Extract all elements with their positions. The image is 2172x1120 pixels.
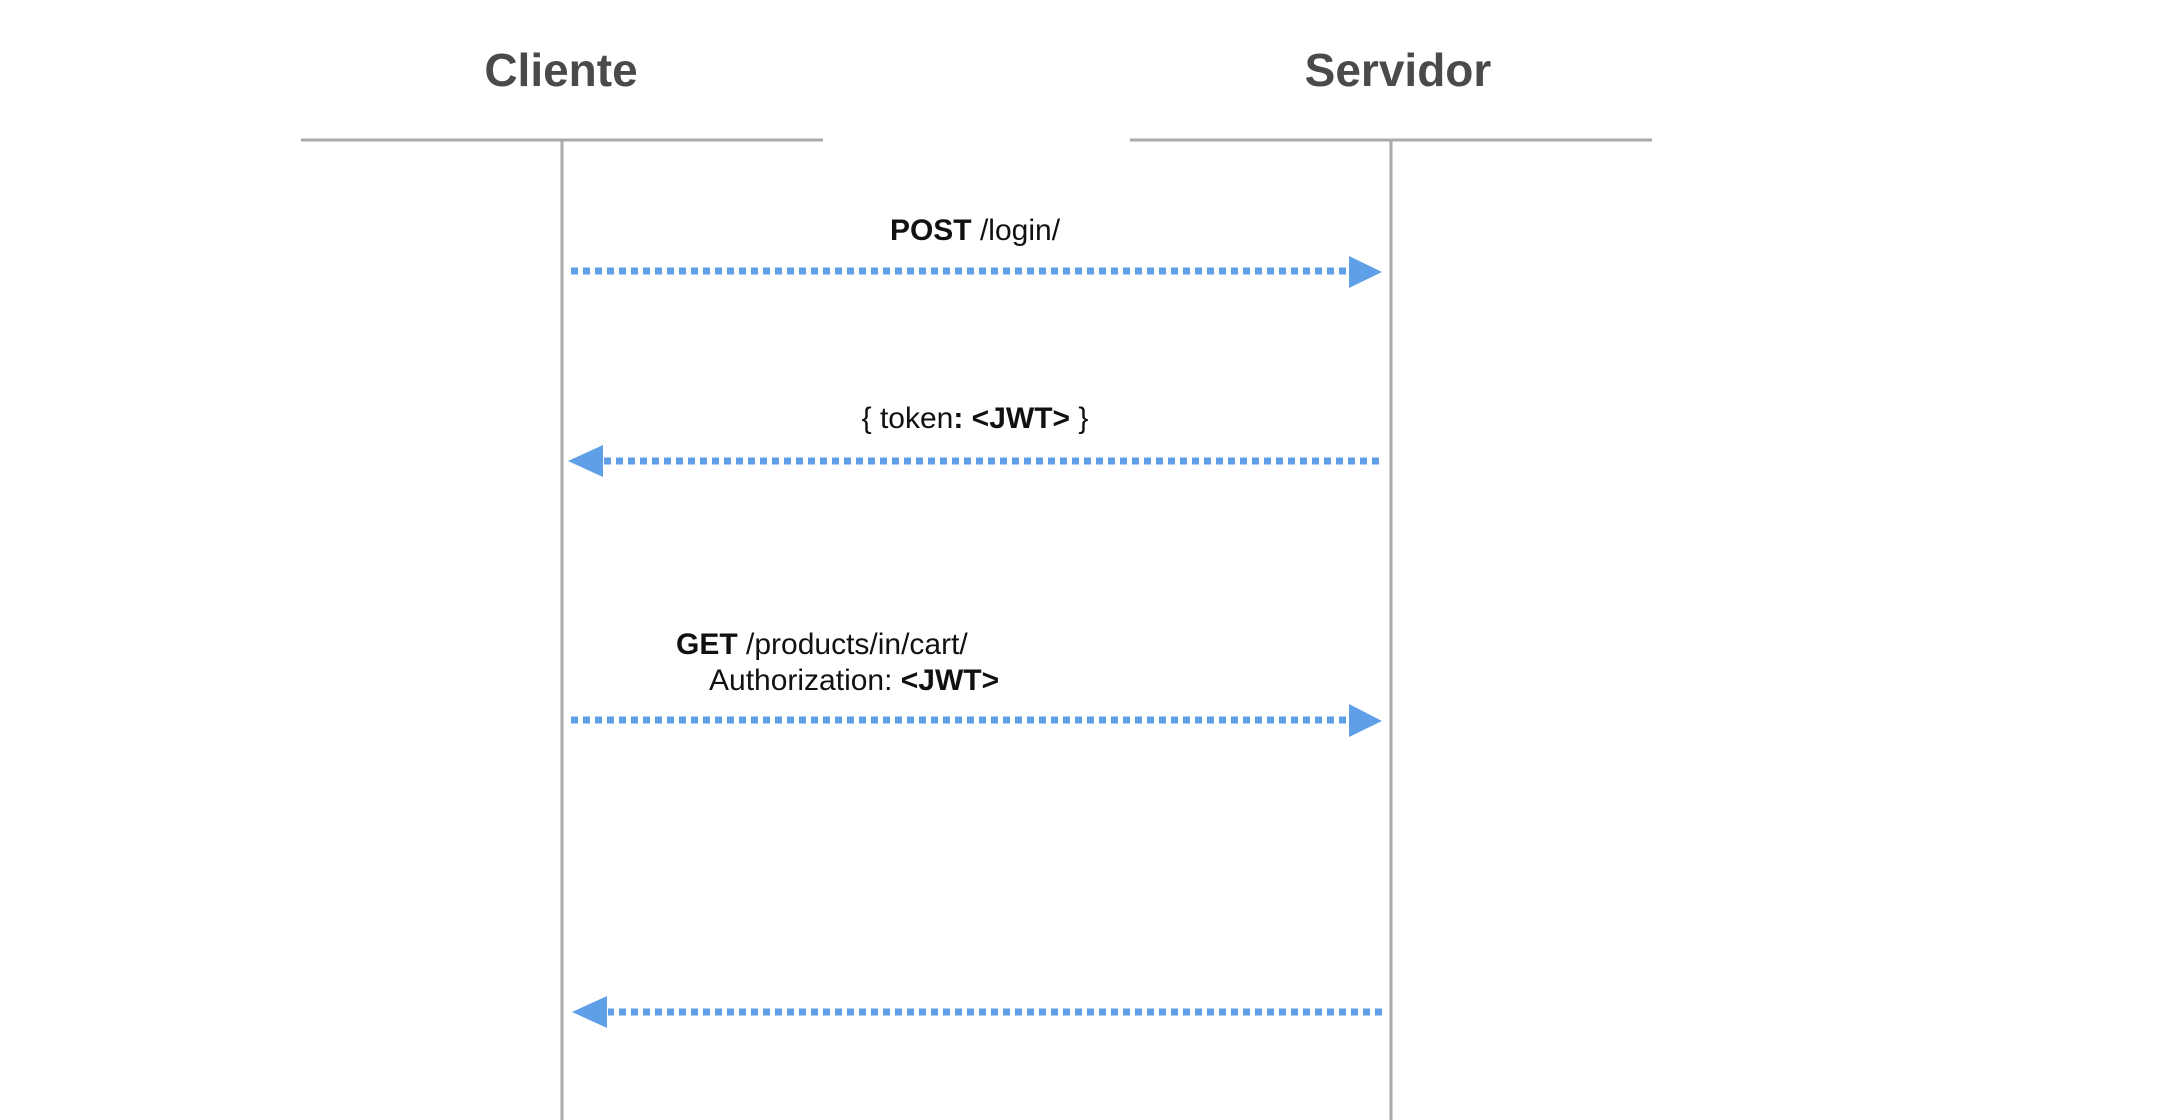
message-token-response: { token: <JWT> }	[568, 402, 1379, 477]
participant-server: Servidor	[1130, 44, 1652, 1120]
message-get-products-request-line: GET /products/in/cart/	[676, 628, 968, 661]
participant-client-title: Cliente	[484, 44, 637, 96]
message-post-login-arrowhead	[1349, 256, 1382, 288]
message-get-products-header-label: Authorization:	[709, 664, 901, 697]
message-post-login-path: /login/	[972, 214, 1061, 247]
message-get-products-header-value: <JWT>	[901, 664, 999, 697]
message-get-products: GET /products/in/cart/ Authorization: <J…	[571, 628, 1382, 737]
message-token-response-prefix: { token	[862, 402, 954, 435]
participant-client: Cliente	[301, 44, 823, 1120]
message-token-response-colon: :	[953, 402, 963, 435]
message-token-response-suffix: }	[1070, 402, 1088, 435]
message-token-response-arrowhead	[568, 445, 603, 477]
participant-server-title: Servidor	[1305, 44, 1492, 96]
message-post-login-method: POST	[890, 214, 972, 247]
message-products-response-arrowhead	[572, 996, 607, 1028]
message-get-products-header-line: Authorization: <JWT>	[709, 664, 999, 697]
message-post-login-label: POST /login/	[890, 214, 1061, 247]
message-get-products-method: GET	[676, 628, 738, 661]
message-token-response-token: <JWT>	[963, 402, 1070, 435]
message-products-response	[572, 996, 1382, 1028]
message-post-login: POST /login/	[571, 214, 1382, 288]
message-get-products-path: /products/in/cart/	[738, 628, 969, 661]
message-get-products-arrowhead	[1349, 704, 1382, 737]
message-token-response-label: { token: <JWT> }	[862, 402, 1089, 435]
